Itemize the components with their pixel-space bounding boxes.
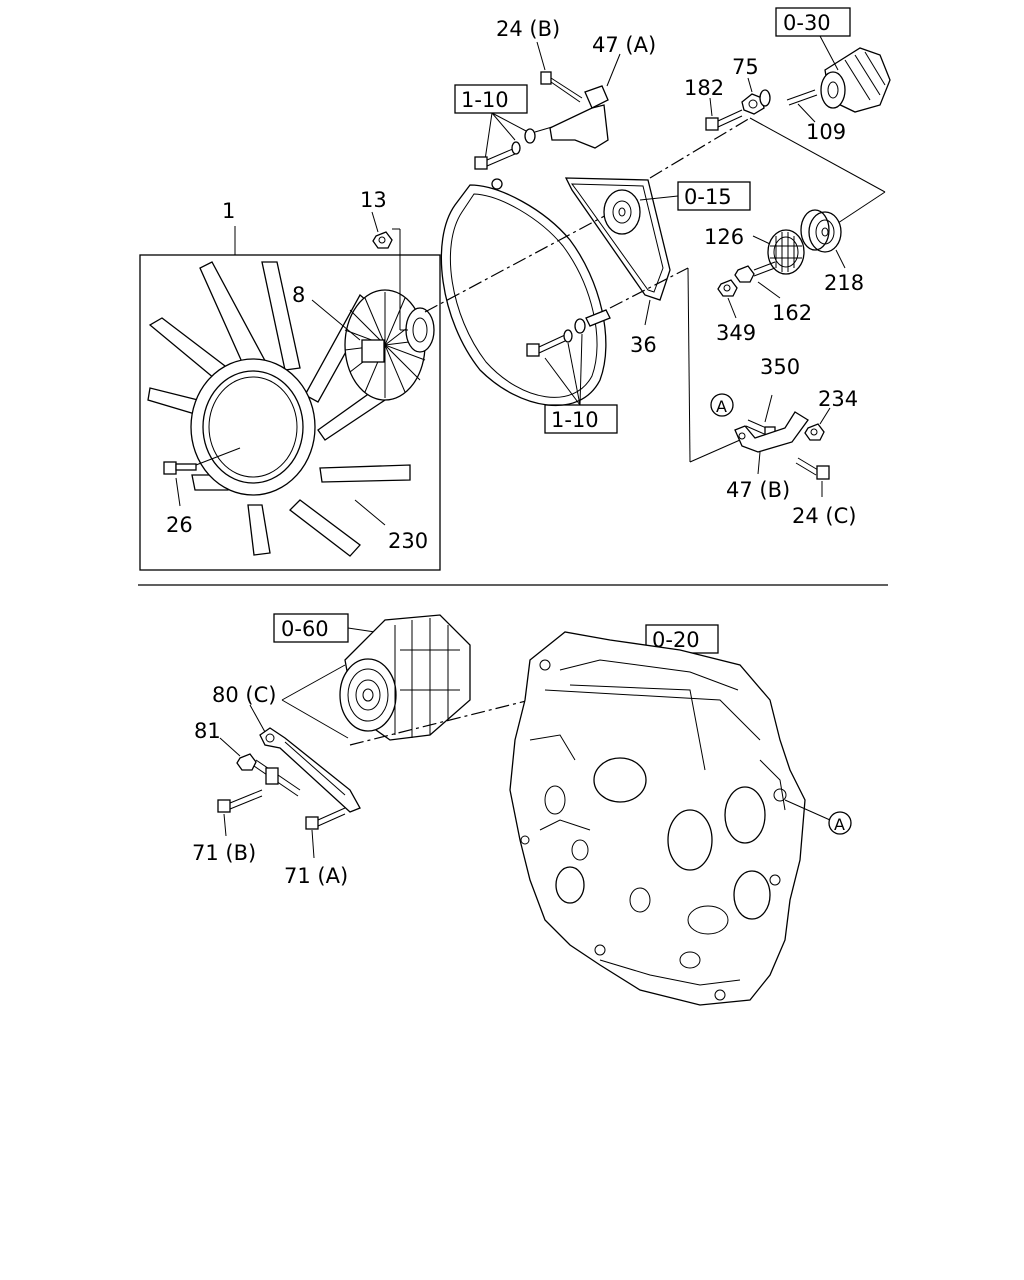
nut-234 — [804, 423, 825, 441]
callout-349: 349 — [716, 321, 756, 345]
stud-109 — [786, 89, 818, 106]
callout-36: 36 — [630, 333, 657, 357]
callout-162: 162 — [772, 301, 812, 325]
part-75 — [741, 89, 771, 115]
marker-a-upper — [710, 393, 734, 417]
callout-109: 109 — [806, 120, 846, 144]
callout-71a: 71 (A) — [284, 864, 348, 888]
callout-75: 75 — [732, 55, 759, 79]
callout-234: 234 — [818, 387, 858, 411]
callout-24b: 24 (B) — [496, 17, 560, 41]
callout-13: 13 — [360, 188, 387, 212]
bracket-47a — [549, 85, 609, 149]
callout-26: 26 — [166, 513, 193, 537]
marker-a-upper-label: A — [716, 397, 727, 416]
callout-47b: 47 (B) — [726, 478, 790, 502]
callout-230: 230 — [388, 529, 428, 553]
pulley-218 — [800, 209, 842, 253]
bolt-182 — [705, 109, 743, 131]
ref-box-1-10-top — [454, 84, 528, 114]
marker-a-lower-label: A — [834, 815, 845, 834]
ref-0-60: 0-60 — [281, 617, 329, 641]
pulley — [603, 189, 641, 235]
callout-71b: 71 (B) — [192, 841, 256, 865]
bolt-26 — [163, 447, 241, 475]
bolt-162 — [734, 261, 776, 283]
alternator — [339, 614, 471, 741]
ref-1-10-top: 1-10 — [461, 88, 509, 112]
bolt-81 — [236, 753, 301, 797]
fan-clutch — [344, 289, 435, 401]
bolt-71a — [305, 807, 346, 830]
callout-81: 81 — [194, 719, 221, 743]
callout-350: 350 — [760, 355, 800, 379]
bolt-24c — [795, 457, 830, 480]
adjust-bracket-80c — [259, 727, 361, 813]
front-housing — [509, 631, 806, 1006]
idler-pulley-126 — [767, 229, 805, 275]
callout-8: 8 — [292, 283, 305, 307]
ref-0-15: 0-15 — [684, 185, 732, 209]
ref-0-30: 0-30 — [783, 11, 831, 35]
bolt-1-10-top — [474, 126, 553, 170]
marker-a-lower — [828, 811, 852, 835]
water-pump — [820, 47, 891, 113]
callout-24c: 24 (C) — [792, 504, 856, 528]
bolt-1-10-bottom — [526, 309, 611, 357]
nut-13 — [372, 231, 393, 249]
bracket-47b — [734, 411, 809, 453]
nut-349 — [717, 279, 738, 297]
fan-assembly-frame — [139, 254, 441, 571]
callout-218: 218 — [824, 271, 864, 295]
callout-182: 182 — [684, 76, 724, 100]
callout-47a: 47 (A) — [592, 33, 656, 57]
cooling-fan — [147, 261, 411, 557]
callout-1: 1 — [222, 199, 235, 223]
fan-guard — [440, 178, 607, 407]
drive-belt — [564, 177, 671, 301]
bolt-71b — [217, 789, 263, 813]
ref-box-1-10-bottom — [544, 404, 618, 434]
bolt-24b — [540, 71, 583, 103]
ref-box-0-30 — [775, 7, 851, 37]
callout-80c: 80 (C) — [212, 683, 276, 707]
callout-126: 126 — [704, 225, 744, 249]
ref-1-10-bottom: 1-10 — [551, 408, 599, 432]
